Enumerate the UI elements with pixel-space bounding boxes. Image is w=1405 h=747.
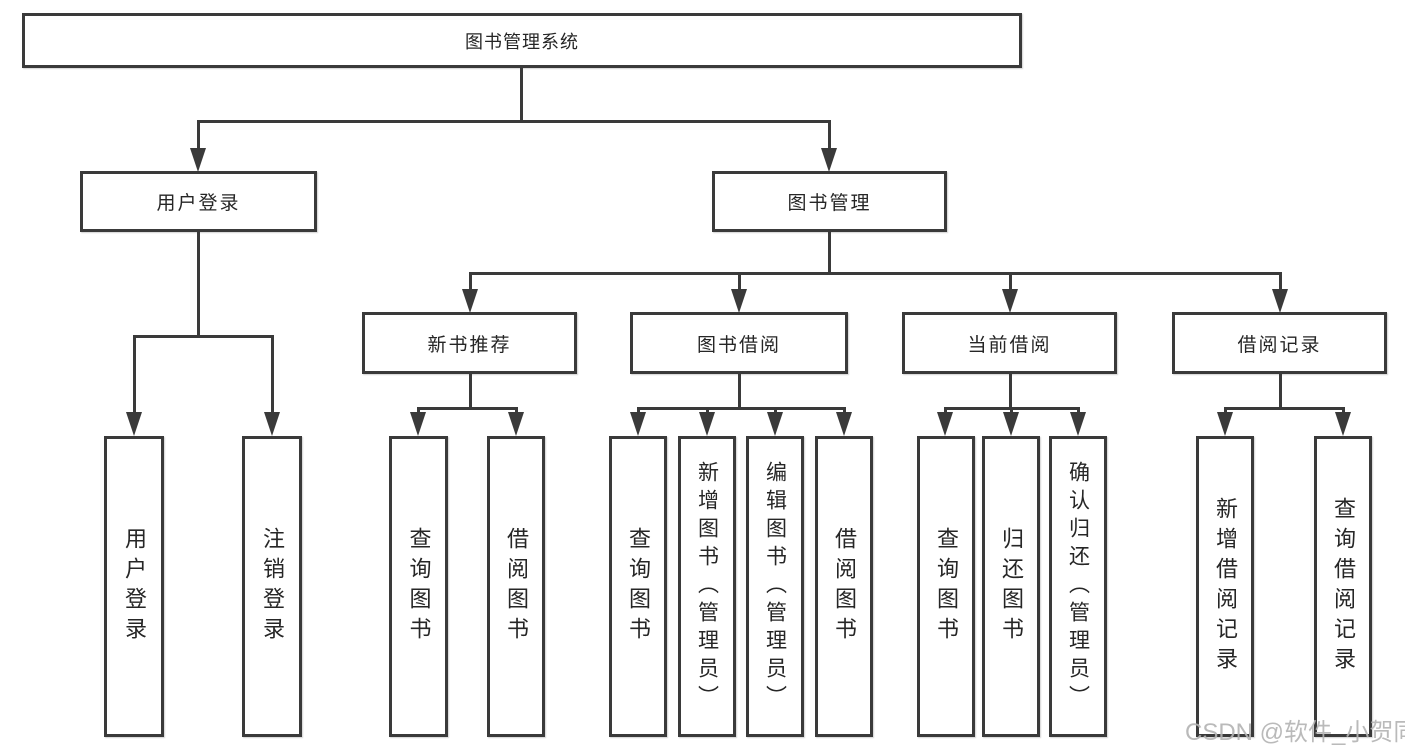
arrowhead-icon xyxy=(821,148,837,172)
leaf-lend-books: 借阅图书 xyxy=(815,436,873,737)
connector-line xyxy=(197,120,200,152)
node-book-management: 图书管理 xyxy=(712,171,947,232)
connector-line xyxy=(417,407,518,410)
leaf-newbook-query-books: 查询图书 xyxy=(389,436,448,737)
node-book-borrowing-label: 图书借阅 xyxy=(696,334,781,356)
leaf-return-books-label: 归还图书 xyxy=(999,526,1024,647)
connector-line xyxy=(133,335,274,338)
arrowhead-icon xyxy=(836,412,852,436)
connector-line xyxy=(469,272,1282,275)
connector-line xyxy=(417,407,420,415)
connector-line xyxy=(1342,407,1345,415)
arrowhead-icon xyxy=(1070,412,1086,436)
leaf-add-borrow-record-label: 新增借阅记录 xyxy=(1213,496,1238,677)
connector-line xyxy=(738,374,741,407)
arrowhead-icon xyxy=(937,412,953,436)
connector-line xyxy=(706,407,709,415)
leaf-current-query-books-label: 查询图书 xyxy=(934,526,959,647)
node-current-borrowing-label: 当前借阅 xyxy=(967,334,1052,356)
connector-line xyxy=(828,232,831,272)
arrowhead-icon xyxy=(264,412,280,436)
leaf-user-login-label: 用户登录 xyxy=(122,526,147,647)
node-book-borrowing: 图书借阅 xyxy=(630,312,848,374)
node-library-system-label: 图书管理系统 xyxy=(465,31,579,52)
connector-line xyxy=(197,120,831,123)
leaf-newbook-query-books-label: 查询图书 xyxy=(406,526,432,647)
arrowhead-icon xyxy=(1003,412,1019,436)
connector-line xyxy=(1009,272,1012,292)
connector-line xyxy=(1279,272,1282,292)
connector-line xyxy=(1224,407,1345,410)
arrowhead-icon xyxy=(462,289,478,313)
arrowhead-icon xyxy=(1217,412,1233,436)
connector-line xyxy=(843,407,846,415)
node-new-book-recommend-label: 新书推荐 xyxy=(427,334,512,356)
connector-line xyxy=(1009,374,1012,407)
leaf-lend-books-label: 借阅图书 xyxy=(832,526,857,647)
leaf-newbook-borrow-books-label: 借阅图书 xyxy=(504,526,529,647)
connector-line xyxy=(469,374,472,407)
arrowhead-icon xyxy=(190,148,206,172)
connector-line xyxy=(133,335,136,413)
node-borrow-records: 借阅记录 xyxy=(1172,312,1387,374)
node-user-login: 用户登录 xyxy=(80,171,317,232)
connector-line xyxy=(774,407,777,415)
leaf-query-borrow-record-label: 查询借阅记录 xyxy=(1331,496,1356,677)
arrowhead-icon xyxy=(699,412,715,436)
leaf-edit-books-admin-label: 编辑图书（管理员） xyxy=(763,460,787,713)
connector-line xyxy=(469,272,472,292)
connector-line xyxy=(637,407,640,415)
connector-line xyxy=(271,335,274,413)
node-user-login-label: 用户登录 xyxy=(156,193,241,214)
leaf-confirm-return-admin-label: 确认归还（管理员） xyxy=(1066,460,1090,713)
connector-line xyxy=(197,232,200,335)
connector-line xyxy=(520,68,523,120)
connector-line xyxy=(1077,407,1080,415)
csdn-watermark: CSDN @软件_小贺同学 xyxy=(1185,719,1405,746)
arrowhead-icon xyxy=(410,412,426,436)
arrowhead-icon xyxy=(630,412,646,436)
arrowhead-icon xyxy=(1272,289,1288,313)
node-library-system: 图书管理系统 xyxy=(22,13,1022,68)
connector-line xyxy=(828,120,831,152)
arrowhead-icon xyxy=(1335,412,1351,436)
arrowhead-icon xyxy=(731,289,747,313)
leaf-query-borrow-record: 查询借阅记录 xyxy=(1314,436,1372,737)
leaf-borrow-query-books: 查询图书 xyxy=(609,436,667,737)
leaf-logout: 注销登录 xyxy=(242,436,302,737)
leaf-add-borrow-record: 新增借阅记录 xyxy=(1196,436,1254,737)
leaf-add-books-admin: 新增图书（管理员） xyxy=(678,436,736,737)
connector-line xyxy=(738,272,741,292)
connector-line xyxy=(1010,407,1013,415)
leaf-newbook-borrow-books: 借阅图书 xyxy=(487,436,545,737)
arrowhead-icon xyxy=(1002,289,1018,313)
leaf-borrow-query-books-label: 查询图书 xyxy=(626,526,651,647)
connector-line xyxy=(944,407,947,415)
leaf-return-books: 归还图书 xyxy=(982,436,1040,737)
connector-line xyxy=(637,407,846,410)
connector-line xyxy=(515,407,518,415)
leaf-user-login: 用户登录 xyxy=(104,436,164,737)
node-borrow-records-label: 借阅记录 xyxy=(1237,334,1322,356)
connector-line xyxy=(1224,407,1227,415)
arrowhead-icon xyxy=(767,412,783,436)
arrowhead-icon xyxy=(126,412,142,436)
node-book-management-label: 图书管理 xyxy=(787,193,872,214)
node-new-book-recommend: 新书推荐 xyxy=(362,312,577,374)
leaf-confirm-return-admin: 确认归还（管理员） xyxy=(1049,436,1107,737)
leaf-add-books-admin-label: 新增图书（管理员） xyxy=(695,460,719,713)
node-current-borrowing: 当前借阅 xyxy=(902,312,1117,374)
leaf-logout-label: 注销登录 xyxy=(260,526,285,647)
leaf-current-query-books: 查询图书 xyxy=(917,436,975,737)
arrowhead-icon xyxy=(508,412,524,436)
leaf-edit-books-admin: 编辑图书（管理员） xyxy=(746,436,804,737)
connector-line xyxy=(1279,374,1282,407)
